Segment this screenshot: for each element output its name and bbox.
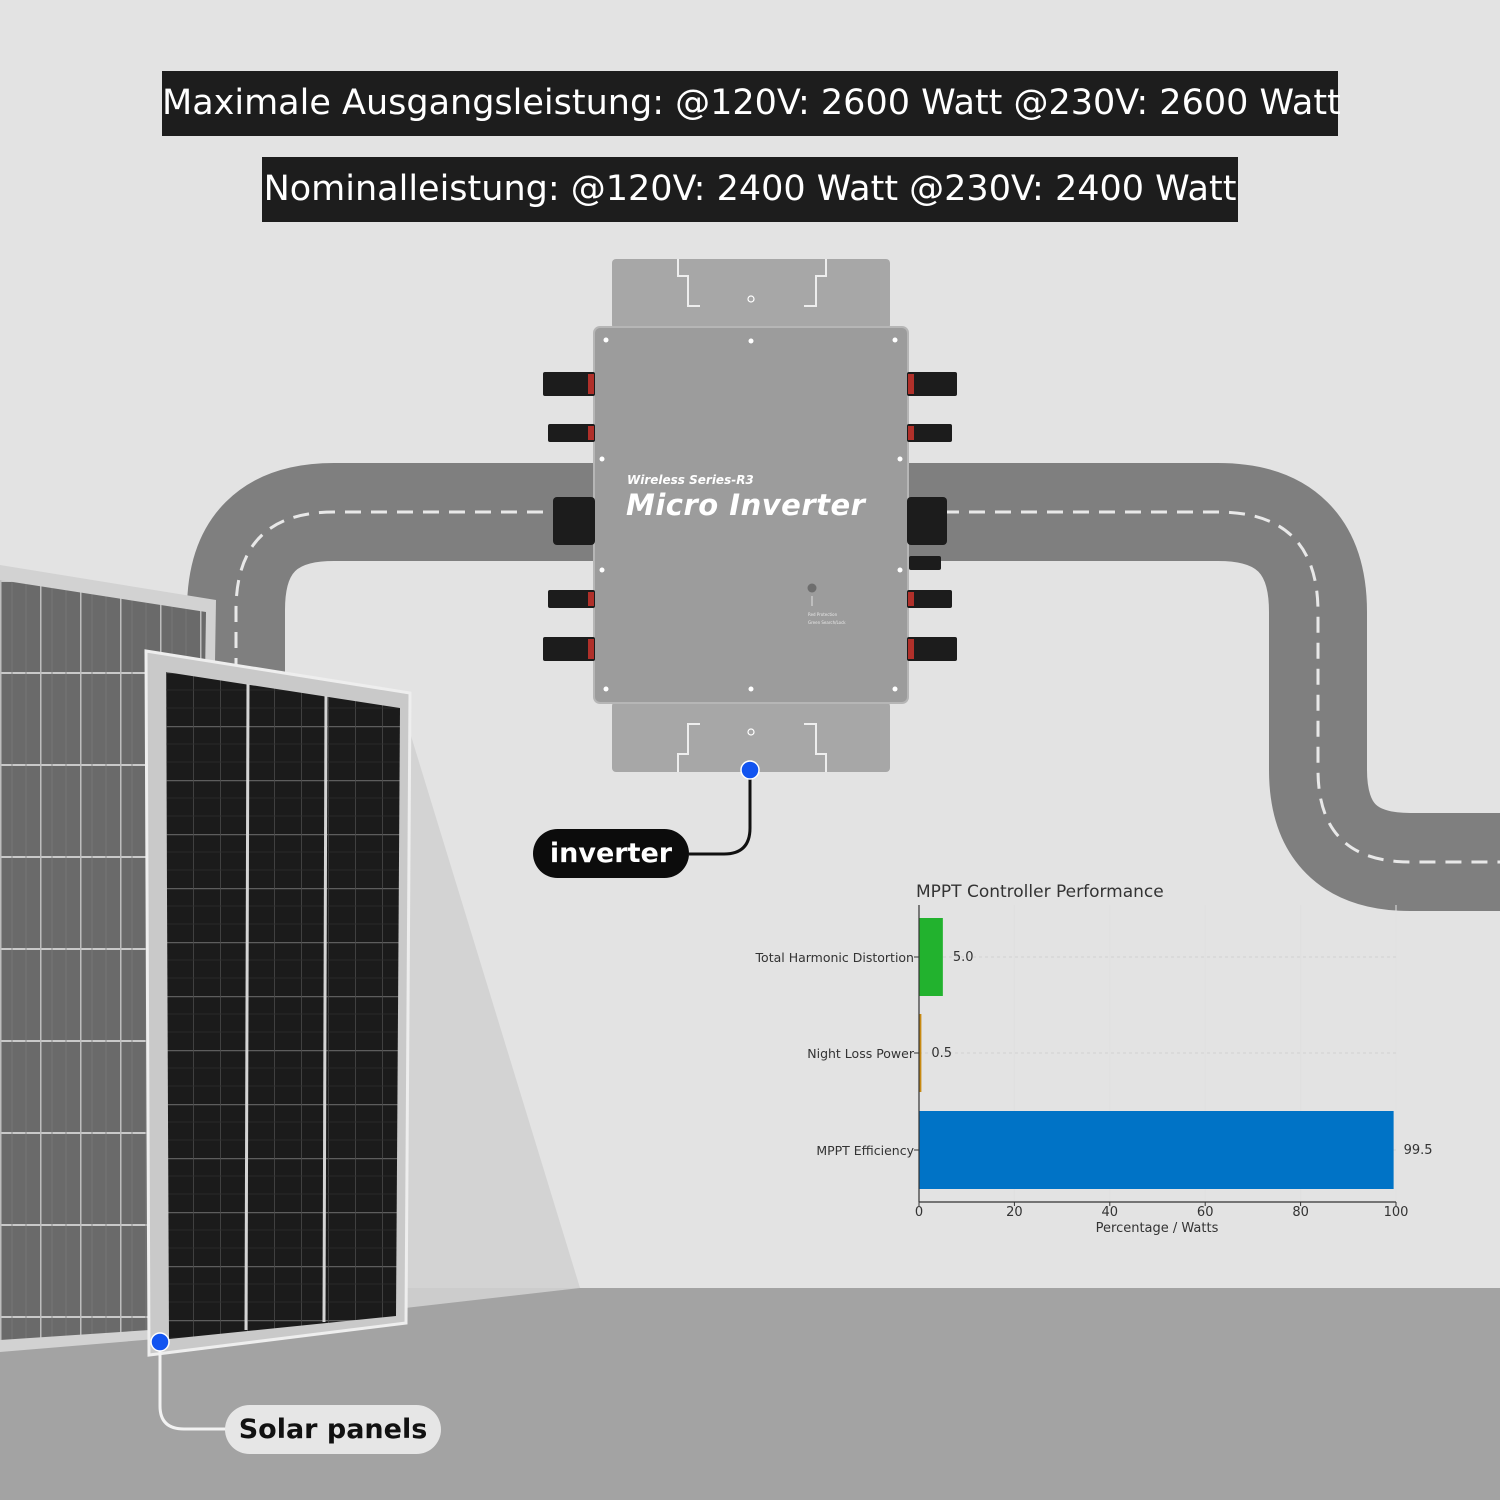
x-tick-label: 40 — [1102, 1205, 1119, 1220]
category-label-thd: Total Harmonic Distortion — [755, 950, 914, 965]
inverter-series-label: Wireless Series-R3 — [627, 473, 754, 487]
x-tick-label: 80 — [1292, 1205, 1309, 1220]
inverter-leader — [689, 760, 760, 856]
bar-0 — [919, 918, 943, 996]
bar-2 — [919, 1111, 1394, 1189]
bar-value-label-1: 0.5 — [931, 1046, 952, 1061]
bar-1 — [919, 1014, 922, 1092]
inverter-callout: inverter — [533, 829, 689, 878]
nominal-power-banner: Nominalleistung: @120V: 2400 Watt @230V:… — [262, 157, 1238, 222]
x-tick-label: 60 — [1197, 1205, 1214, 1220]
category-label-night-loss: Night Loss Power — [807, 1046, 914, 1061]
x-tick-label: 0 — [915, 1205, 923, 1220]
led-legend-red: Red Protection — [808, 612, 838, 617]
category-label-mppt-efficiency: MPPT Efficiency — [816, 1143, 914, 1158]
bar-value-label-0: 5.0 — [953, 950, 974, 965]
mppt-chart: 5.0 0.5 99.5 0 20 40 60 80 100 — [914, 905, 1433, 1220]
micro-inverter — [543, 259, 957, 772]
inverter-title: Micro Inverter — [626, 488, 866, 522]
solar-panel-front — [144, 649, 412, 1357]
cable-road — [187, 463, 1500, 911]
solar-panels-callout: Solar panels — [225, 1405, 441, 1454]
solar-leader — [150, 1332, 226, 1431]
bar-value-label-2: 99.5 — [1404, 1143, 1433, 1158]
max-output-banner: Maximale Ausgangsleistung: @120V: 2600 W… — [162, 71, 1341, 136]
x-tick-label: 20 — [1006, 1205, 1023, 1220]
chart-title: MPPT Controller Performance — [916, 882, 1164, 902]
x-tick-label: 100 — [1384, 1205, 1409, 1220]
led-legend-green: Green Search/Lock — [808, 620, 846, 625]
chart-x-axis-label: Percentage / Watts — [1095, 1221, 1219, 1236]
